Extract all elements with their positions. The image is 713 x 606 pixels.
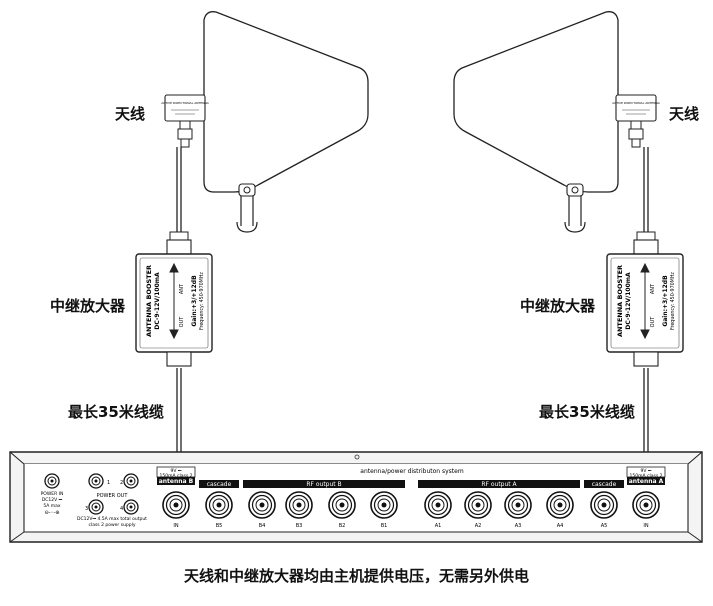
power-in-voltage: DC12V ⎓ (42, 497, 63, 503)
rf-b4-label: B4 (259, 523, 266, 529)
rf-a3-label: A3 (515, 523, 522, 529)
power-in-label: POWER IN (41, 491, 64, 497)
power-note-1: DC12V⎓ 4.5A max total output (77, 516, 147, 522)
power-in-current: 5A max (43, 503, 61, 509)
booster-right-gain: Gain:+3/+12dB (662, 275, 669, 327)
booster-right-name: ANTENNA BOOSTER (616, 265, 624, 337)
label-antenna-right: 天线 (669, 105, 700, 123)
antenna-a-spec2: 150mA class 2 (630, 473, 663, 479)
antenna-right: ACTIVE DIRECTIONAL ANTENNA (453, 11, 661, 233)
booster-right: ANTENNA BOOSTER DC-9-12V/100mA Gain:+3/+… (606, 231, 684, 367)
power-in-jack (44, 473, 60, 489)
rf-a3-jack (504, 491, 532, 519)
dc-out-2-jack (123, 473, 139, 489)
rack-title: antenna/power distributon system (360, 468, 464, 475)
power-note-2: class 2 power supply (88, 522, 135, 528)
booster-left-ant: ANT (179, 283, 185, 294)
cascade-a-jack (590, 491, 618, 519)
antenna-left-plate (164, 94, 206, 122)
cascade-a-section: cascade A5 (584, 480, 624, 529)
cables (176, 147, 649, 462)
antenna-left-plate-text: ACTIVE DIRECTIONAL ANTENNA (161, 101, 209, 105)
dc-out-2-label: 2 (120, 480, 123, 486)
rf-a4-jack (546, 491, 574, 519)
power-section: POWER IN DC12V ⎓ 5A max ⊖-◦-⊕ 1 2 POWER … (41, 473, 147, 528)
cascade-b-label: cascade (207, 481, 232, 488)
antenna-a-name: antenna A (629, 478, 664, 485)
booster-right-power: DC-9-12V/100mA (625, 272, 632, 330)
rf-output-b-section: RF output B B4 B3 B2 B1 (243, 480, 405, 529)
antenna-b-section: 9V ⎓ 150mA class 2 antenna B IN (156, 466, 196, 529)
antenna-b-spec2: 150mA class 2 (160, 473, 193, 479)
booster-left-name: ANTENNA BOOSTER (145, 265, 153, 337)
antenna-a-spec1: 9V ⎓ (641, 468, 652, 474)
antenna-a-section: 9V ⎓ 150mA class 2 antenna A IN (626, 466, 666, 529)
cascade-a-label: cascade (592, 481, 617, 488)
rf-b3-jack (285, 491, 313, 519)
antenna-right-plate-text: ACTIVE DIRECTIONAL ANTENNA (612, 101, 660, 105)
booster-left-out: OUT (179, 316, 185, 328)
booster-right-freq: Frequency: 450-970MHz (670, 272, 676, 330)
booster-left: ANTENNA BOOSTER DC-9-12V/100mA Gain:+3/+… (135, 231, 213, 367)
diagram-caption: 天线和中继放大器均由主机提供电压，无需另外供电 (183, 567, 529, 585)
rf-a4-label: A4 (557, 523, 564, 529)
dc-out-4-label: 4 (120, 506, 123, 512)
antenna-b-name: antenna B (159, 478, 194, 485)
rf-a2-jack (464, 491, 492, 519)
label-booster-right: 中继放大器 (520, 297, 596, 315)
label-antenna-left: 天线 (115, 105, 146, 123)
antenna-b-port: IN (173, 523, 178, 529)
antenna-a-in-jack (632, 491, 660, 519)
antenna-b-in-jack (162, 491, 190, 519)
rf-output-a-section: RF output A A1 A2 A3 A4 (418, 480, 580, 529)
dc-out-3-label: 3 (85, 506, 88, 512)
dc-out-3-jack (88, 499, 104, 515)
label-cable-left: 最长35米线缆 (68, 403, 164, 421)
booster-right-ant: ANT (650, 283, 656, 294)
rf-output-b-label: RF output B (306, 481, 341, 488)
label-booster-left: 中继放大器 (50, 297, 126, 315)
antenna-right-mount (564, 183, 586, 233)
rf-b3-label: B3 (296, 523, 303, 529)
power-out-label: POWER OUT (97, 493, 129, 499)
cascade-b-port: B5 (216, 523, 223, 529)
dc-out-1-label: 1 (107, 480, 110, 486)
cascade-b-section: cascade B5 (199, 480, 239, 529)
antenna-a-port: IN (643, 523, 648, 529)
distribution-rack: antenna/power distributon system POWER I… (9, 451, 703, 543)
antenna-b-spec1: 9V ⎓ (171, 468, 182, 474)
cascade-b-jack (205, 491, 233, 519)
rf-b1-label: B1 (381, 523, 388, 529)
dc-out-1-jack (88, 473, 104, 489)
antenna-left: ACTIVE DIRECTIONAL ANTENNA (161, 11, 369, 233)
label-cable-right: 最长35米线缆 (539, 403, 635, 421)
rf-b4-jack (248, 491, 276, 519)
power-in-polarity: ⊖-◦-⊕ (45, 510, 60, 516)
antenna-right-plate (615, 94, 657, 122)
rf-b1-jack (370, 491, 398, 519)
rf-b2-label: B2 (339, 523, 346, 529)
booster-left-freq: Frequency: 450-970MHz (199, 272, 205, 330)
dc-out-4-jack (123, 499, 139, 515)
antenna-left-mount (236, 183, 258, 233)
booster-left-gain: Gain:+3/+12dB (191, 275, 198, 327)
rf-a2-label: A2 (475, 523, 482, 529)
rf-b2-jack (328, 491, 356, 519)
booster-left-power: DC-9-12V/100mA (154, 272, 161, 330)
rf-a1-jack (424, 491, 452, 519)
rf-a1-label: A1 (435, 523, 442, 529)
rf-output-a-label: RF output A (481, 481, 517, 488)
booster-right-out: OUT (650, 316, 656, 328)
cascade-a-port: A5 (601, 523, 608, 529)
